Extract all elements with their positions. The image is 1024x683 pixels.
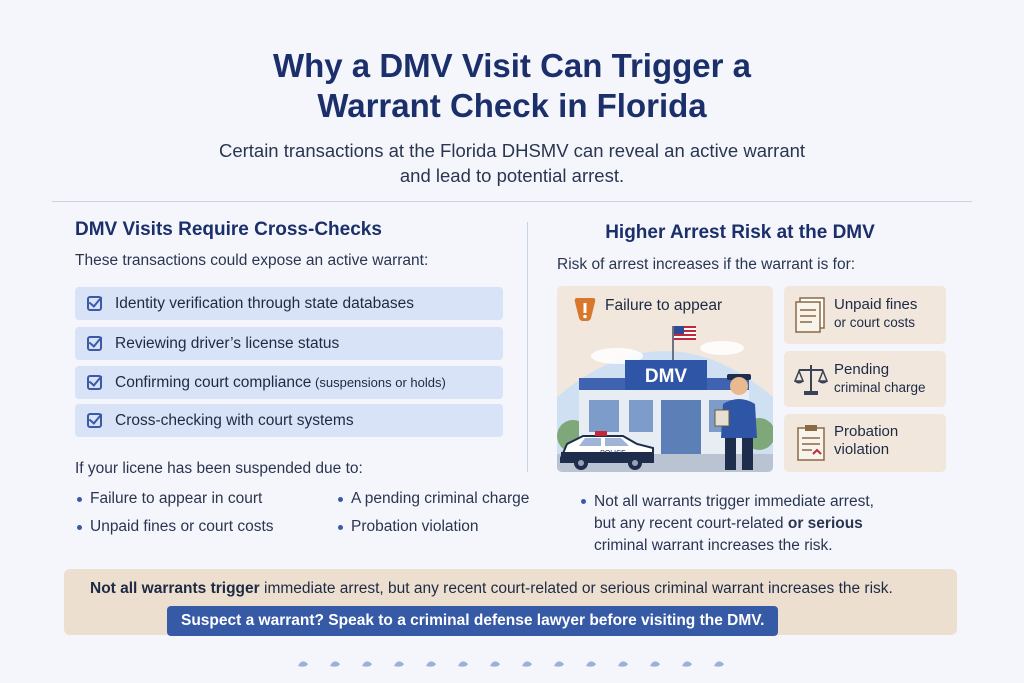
banner-text: Not all warrants trigger immediate arres… bbox=[90, 578, 950, 599]
checkbox-icon bbox=[87, 296, 102, 311]
suspension-intro: If your licene has been suspended due to… bbox=[75, 460, 363, 477]
check-item: Reviewing driver’s license status bbox=[75, 327, 503, 360]
risk-card-text: Probation violation bbox=[834, 423, 898, 459]
check-item-text: Reviewing driver’s license status bbox=[115, 334, 340, 352]
page-subtitle: Certain transactions at the Florida DHSM… bbox=[0, 138, 1024, 188]
risk-card: Unpaid fines or court costs bbox=[784, 286, 946, 344]
page-title: Why a DMV Visit Can Trigger a Warrant Ch… bbox=[0, 46, 1024, 126]
check-item: Cross-checking with court systems bbox=[75, 404, 503, 437]
scene-label: Failure to appear bbox=[605, 297, 723, 314]
risk-card: Probation violation bbox=[784, 414, 946, 472]
scales-icon bbox=[793, 361, 829, 402]
risk-note-line-2: but any recent court-related or serious bbox=[594, 513, 874, 535]
checkbox-icon bbox=[87, 375, 102, 390]
suspension-reason: Probation violation bbox=[338, 518, 479, 535]
cta-banner[interactable]: Suspect a warrant? Speak to a criminal d… bbox=[167, 606, 779, 636]
risk-card-text: Unpaid fines or court costs bbox=[834, 296, 917, 332]
check-item-text: Identity verification through state data… bbox=[115, 294, 414, 312]
risk-card-line-1: Pending bbox=[834, 361, 890, 378]
right-section-heading: Higher Arrest Risk at the DMV bbox=[605, 222, 875, 243]
risk-note-emphasis: or bbox=[787, 515, 804, 532]
subtitle-line-2: and lead to potential arrest. bbox=[399, 165, 625, 186]
checkbox-icon bbox=[87, 413, 102, 428]
left-section-heading: DMV Visits Require Cross-Checks bbox=[75, 219, 382, 240]
banner-text-bold: Not all warrants trigger bbox=[90, 580, 260, 597]
check-item-note: (suspensions or holds) bbox=[311, 374, 446, 390]
risk-note-line-3: criminal warrant increases the risk. bbox=[594, 537, 833, 554]
dmv-illustration: DMV POLICE bbox=[557, 326, 773, 472]
column-divider bbox=[527, 222, 528, 472]
risk-note-text: but any recent court-related bbox=[594, 515, 788, 532]
risk-card-line-1: Probation bbox=[834, 423, 899, 440]
check-item-text: Cross-checking with court systems bbox=[115, 411, 354, 429]
risk-card: Pending criminal charge bbox=[784, 351, 946, 407]
dmv-scene: DMV POLICE bbox=[557, 286, 773, 472]
risk-card-line-1: Unpaid fines bbox=[834, 296, 918, 313]
banner-text-rest: immediate arrest, but any recent court-r… bbox=[259, 580, 893, 597]
police-car-label: POLICE bbox=[600, 450, 626, 457]
header-divider bbox=[52, 201, 972, 202]
check-item-text: Confirming court compliance (suspensions… bbox=[115, 374, 446, 392]
check-item: Identity verification through state data… bbox=[75, 287, 503, 320]
risk-card-line-2: criminal charge bbox=[834, 380, 926, 395]
risk-note-emphasis: serious bbox=[807, 515, 863, 532]
building-sign: DMV bbox=[645, 366, 688, 387]
title-line-2: Warrant Check in Florida bbox=[317, 87, 707, 124]
title-line-1: Why a DMV Visit Can Trigger a bbox=[272, 47, 751, 84]
risk-card-line-2: or court costs bbox=[834, 315, 916, 330]
suspension-reason: Unpaid fines or court costs bbox=[77, 518, 274, 535]
suspension-reason: Failure to appear in court bbox=[76, 490, 263, 507]
checkbox-icon bbox=[87, 336, 102, 351]
warning-icon bbox=[573, 296, 597, 321]
risk-card-line-2: violation bbox=[834, 441, 890, 458]
subtitle-line-1: Certain transactions at the Florida DHSM… bbox=[218, 140, 806, 161]
suspension-reason: A pending criminal charge bbox=[337, 490, 530, 507]
risk-note: Not all warrants trigger immediate arres… bbox=[581, 491, 874, 557]
check-item-main: Confirming court compliance bbox=[115, 373, 312, 391]
right-section-intro: Risk of arrest increases if the warrant … bbox=[557, 256, 856, 273]
risk-note-line-1: Not all warrants trigger immediate arres… bbox=[594, 493, 874, 510]
document-icon bbox=[794, 296, 828, 339]
check-item: Confirming court compliance (suspensions… bbox=[75, 366, 503, 399]
clipboard-icon bbox=[794, 424, 828, 467]
risk-card-text: Pending criminal charge bbox=[834, 361, 926, 397]
decorative-dots bbox=[298, 661, 724, 667]
left-section-intro: These transactions could expose an activ… bbox=[75, 252, 429, 269]
